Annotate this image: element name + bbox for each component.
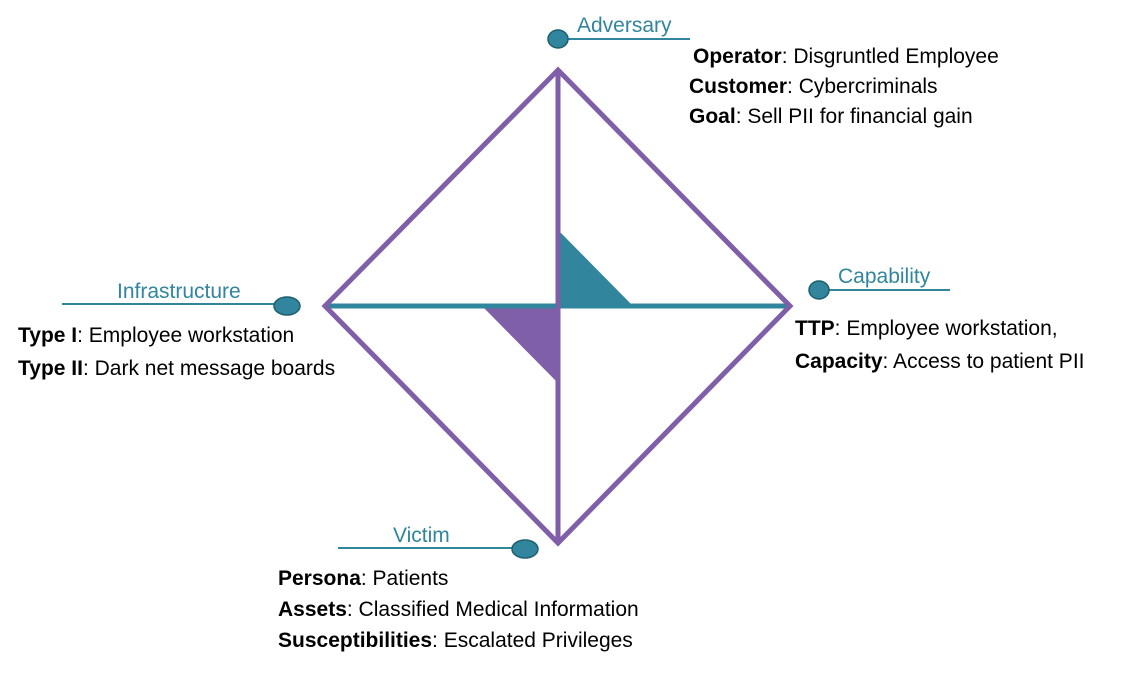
victim-node-dot xyxy=(511,539,539,559)
capability-row-ttp: TTP: Employee workstation, xyxy=(795,317,1058,340)
infrastructure-label: Infrastructure xyxy=(117,280,241,303)
capability-row-capacity: Capacity: Access to patient PII xyxy=(795,350,1085,373)
purple-triangle xyxy=(484,308,557,382)
adversary-label: Adversary xyxy=(577,14,672,37)
victim-row-persona: Persona: Patients xyxy=(278,567,449,590)
infrastructure-row-type-i: Type I: Employee workstation xyxy=(18,324,295,347)
victim-row-susceptibilities: Susceptibilities: Escalated Privileges xyxy=(278,629,633,652)
victim-row-assets: Assets: Classified Medical Information xyxy=(278,598,639,621)
adversary-row-customer: Customer: Cybercriminals xyxy=(689,75,938,98)
victim-details: Persona: Patients Assets: Classified Med… xyxy=(278,563,639,656)
adversary-row-goal: Goal: Sell PII for financial gain xyxy=(689,105,973,128)
capability-node-dot xyxy=(808,280,830,300)
infrastructure-row-type-ii: Type II: Dark net message boards xyxy=(18,357,336,380)
capability-details: TTP: Employee workstation, Capacity: Acc… xyxy=(795,312,1085,378)
adversary-row-operator: Operator: Disgruntled Employee xyxy=(693,45,999,68)
infrastructure-details: Type I: Employee workstation Type II: Da… xyxy=(18,319,335,385)
victim-label: Victim xyxy=(393,524,450,547)
capability-label: Capability xyxy=(838,265,931,288)
adversary-node-dot xyxy=(547,29,569,49)
teal-triangle xyxy=(560,232,632,305)
adversary-details: Operator: Disgruntled Employee Customer:… xyxy=(689,42,999,132)
infrastructure-node-dot xyxy=(273,296,301,316)
